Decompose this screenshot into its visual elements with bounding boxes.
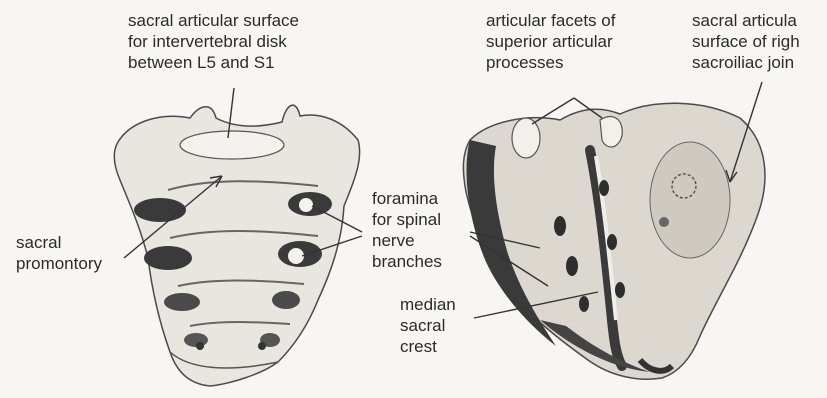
label-line: crest [400, 336, 456, 357]
anterior-foramen [134, 198, 186, 222]
sacrum-anterior-view [114, 105, 359, 386]
label-line: nerve [372, 230, 442, 251]
anterior-foramen [272, 291, 300, 309]
superior-articular-facet-right [600, 117, 622, 148]
superior-articular-facet-left [512, 118, 540, 158]
label-sacral-articular-sacroiliac: sacral articula surface of righ sacroili… [692, 10, 800, 73]
posterior-foramen [607, 234, 617, 250]
label-line: articular facets of [486, 10, 615, 31]
label-line: superior articular [486, 31, 615, 52]
label-line: sacroiliac join [692, 52, 800, 73]
anterior-foramen [184, 333, 208, 347]
label-median-sacral-crest: median sacral crest [400, 294, 456, 357]
label-sacral-promontory: sacral promontory [16, 232, 102, 274]
anterior-foramen-highlight [288, 248, 304, 264]
label-line: sacral articular surface [128, 10, 299, 31]
posterior-foramen [554, 216, 566, 236]
label-line: median [400, 294, 456, 315]
label-line: sacral articula [692, 10, 800, 31]
sacroiliac-texture [659, 217, 669, 227]
label-line: processes [486, 52, 615, 73]
label-line: promontory [16, 253, 102, 274]
apex-hole [258, 342, 266, 350]
label-line: sacral [16, 232, 102, 253]
label-line: for intervertebral disk [128, 31, 299, 52]
label-line: foramina [372, 188, 442, 209]
anterior-foramen-highlight [299, 198, 313, 212]
label-sacral-articular-surface-disk: sacral articular surface for interverteb… [128, 10, 299, 73]
posterior-foramen [566, 256, 578, 276]
sacroiliac-surface [650, 142, 730, 258]
label-articular-facets: articular facets of superior articular p… [486, 10, 615, 73]
posterior-foramen [615, 282, 625, 298]
disk-articular-surface [180, 131, 284, 159]
label-line: for spinal [372, 209, 442, 230]
label-line: sacral [400, 315, 456, 336]
posterior-foramen [579, 296, 589, 312]
label-line: branches [372, 251, 442, 272]
posterior-foramen [599, 180, 609, 196]
anterior-foramen [144, 246, 192, 270]
apex-hole [196, 342, 204, 350]
label-line: surface of righ [692, 31, 800, 52]
anterior-foramen [164, 293, 200, 311]
label-foramina: foramina for spinal nerve branches [372, 188, 442, 272]
label-line: between L5 and S1 [128, 52, 299, 73]
